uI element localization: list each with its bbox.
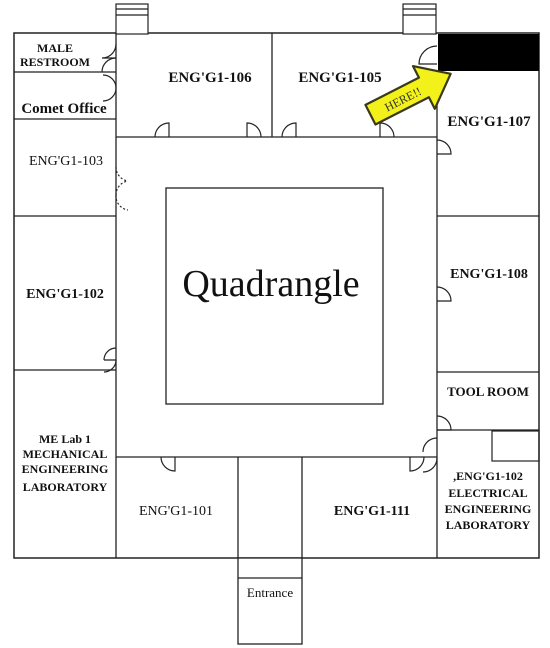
room-label-101: ENG'G1-101 <box>139 504 213 519</box>
quadrangle-title: Quadrangle <box>182 263 359 305</box>
room-label-ee-lab-1: ,ENG'G1-102 <box>453 469 523 483</box>
entrance-area <box>237 557 303 645</box>
blocked-area <box>438 34 539 71</box>
room-label-108: ENG'G1-108 <box>450 267 528 282</box>
room-label-me-lab-4: LABORATORY <box>23 480 108 494</box>
room-label-102: ENG'G1-102 <box>26 287 104 302</box>
room-label-106: ENG'G1-106 <box>168 70 252 86</box>
room-label-me-lab-3: ENGINEERING <box>22 462 109 476</box>
room-label-103: ENG'G1-103 <box>29 154 103 169</box>
room-label-comet-office: Comet Office <box>21 101 107 117</box>
room-label-tool-room: TOOL ROOM <box>447 384 529 399</box>
stairs-top-left <box>115 3 149 35</box>
room-label-me-lab-2: MECHANICAL <box>23 447 108 461</box>
room-label-105: ENG'G1-105 <box>298 70 381 86</box>
room-label-107: ENG'G1-107 <box>447 114 531 130</box>
room-label-male-restroom-2: RESTROOM <box>20 55 90 69</box>
stairs-top-right <box>402 3 437 35</box>
room-label-ee-lab-3: ENGINEERING <box>445 502 532 516</box>
room-label-ee-lab-2: ELECTRICAL <box>448 486 527 500</box>
room-label-me-lab-1: ME Lab 1 <box>39 432 91 446</box>
entrance-label: Entrance <box>247 585 293 600</box>
interior-walls <box>14 33 539 558</box>
lab-cabinet <box>491 430 540 462</box>
quadrangle-block <box>165 187 384 405</box>
room-label-111: ENG'G1-111 <box>334 504 410 519</box>
room-label-male-restroom-1: MALE <box>37 41 73 55</box>
room-label-ee-lab-4: LABORATORY <box>446 518 531 532</box>
